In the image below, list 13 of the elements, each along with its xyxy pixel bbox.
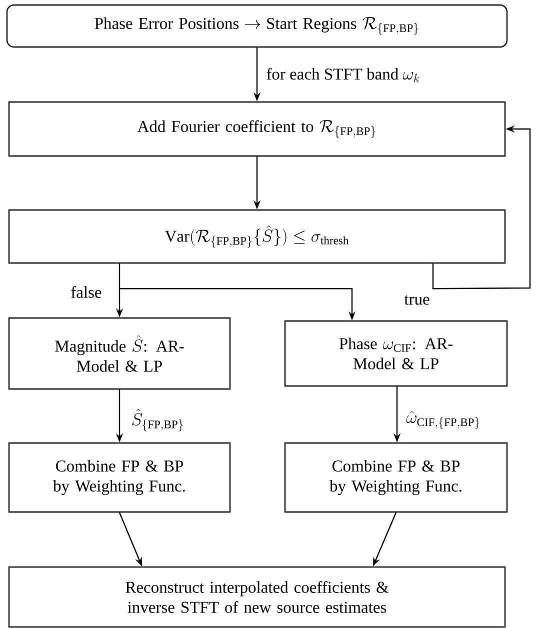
process-box: $\text{Add Fourier coefficient to } \mathcal{R}_{\{\mathrm{FP,BP}\}}$ [8,101,506,157]
process-box: Combine FP & BP by Weighting Func. [284,442,508,513]
rounded-box: $\text{Phase Error Positions} \to \text{Start Regions } \mathcal{R}_{\{\mathrm{FP,BP}\}}$ [6,4,508,48]
process-box: $\text{Magnitude } \hat{S}\text{: AR-}\allowbreak\text{Model \& LP}$ [8,317,231,390]
edge-label: $\hat{S}_{\{\mathrm{FP,BP}\}}$ [130,408,186,432]
edge-label: true [403,294,431,306]
process-box: $\text{Phase } \omega_{\mathrm{CIF}}\text{: AR-}\allowbreak\text{Model \& LP}$ [284,320,508,387]
edge-label: $\text{for each STFT band } \omega_k$ [265,66,422,84]
edge-label: false [70,285,103,299]
process-box: Combine FP & BP by Weighting Func. [8,442,231,513]
process-box: $\mathrm{Var}(\mathcal{R}_{\{\mathrm{FP,BP}\}}\{\hat{S}\}) \leq \sigma_{\mathrm{thresh}}$ [8,209,506,264]
edge-label: $\hat{\omega}_{\mathrm{CIF},\{\mathrm{FP,BP}\}}$ [405,410,482,430]
process-box: Reconstruct interpolated coefficients & inverse STFT of new source estimates [8,566,506,628]
